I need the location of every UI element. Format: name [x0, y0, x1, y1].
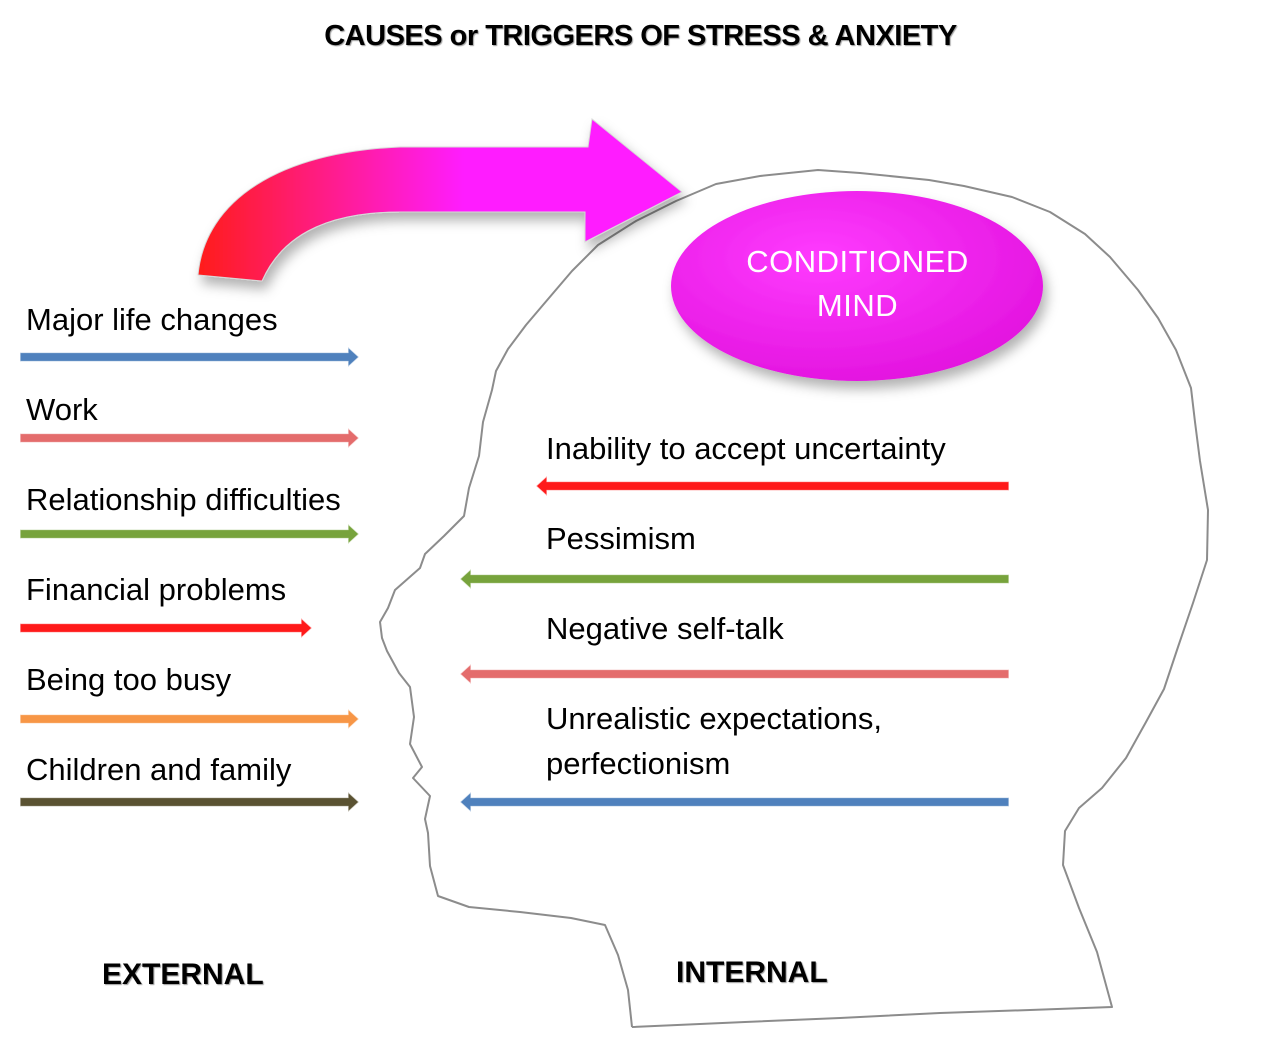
external-section-label: EXTERNAL	[102, 958, 264, 991]
internal-cause-label: Unrealistic expectations,	[546, 701, 882, 736]
external-cause-label: Major life changes	[26, 302, 278, 337]
external-cause-label: Financial problems	[26, 572, 287, 607]
internal-cause-label: Negative self-talk	[546, 611, 784, 646]
internal-cause-arrow	[459, 790, 1010, 814]
external-cause-arrow	[19, 616, 313, 640]
internal-cause-label: Pessimism	[546, 521, 696, 556]
external-cause-arrow	[19, 790, 360, 814]
external-cause-arrow	[19, 345, 360, 369]
external-cause-arrow	[19, 426, 360, 450]
external-cause-arrow	[19, 522, 360, 546]
external-cause-label: Being too busy	[26, 662, 232, 697]
conditioned-mind-ellipse	[671, 191, 1043, 381]
mind-label-line1: CONDITIONED	[746, 244, 969, 279]
internal-cause-arrow	[535, 474, 1010, 498]
head-outline	[379, 169, 1209, 1028]
external-cause-label: Relationship difficulties	[26, 482, 341, 517]
conditioned-mind-label: CONDITIONED MIND	[690, 240, 1025, 328]
external-cause-arrow	[19, 707, 360, 731]
internal-cause-arrow	[459, 662, 1010, 686]
mind-label-line2: MIND	[816, 288, 899, 323]
internal-cause-label-line2: perfectionism	[546, 746, 731, 781]
internal-cause-arrow	[459, 567, 1010, 591]
internal-cause-label: Inability to accept uncertainty	[546, 431, 946, 466]
big-curved-arrow	[197, 118, 683, 282]
external-cause-label: Children and family	[26, 752, 292, 787]
external-cause-label: Work	[26, 392, 98, 427]
diagram-title: CAUSES or TRIGGERS OF STRESS & ANXIETY	[324, 20, 957, 52]
internal-section-label: INTERNAL	[676, 956, 828, 989]
